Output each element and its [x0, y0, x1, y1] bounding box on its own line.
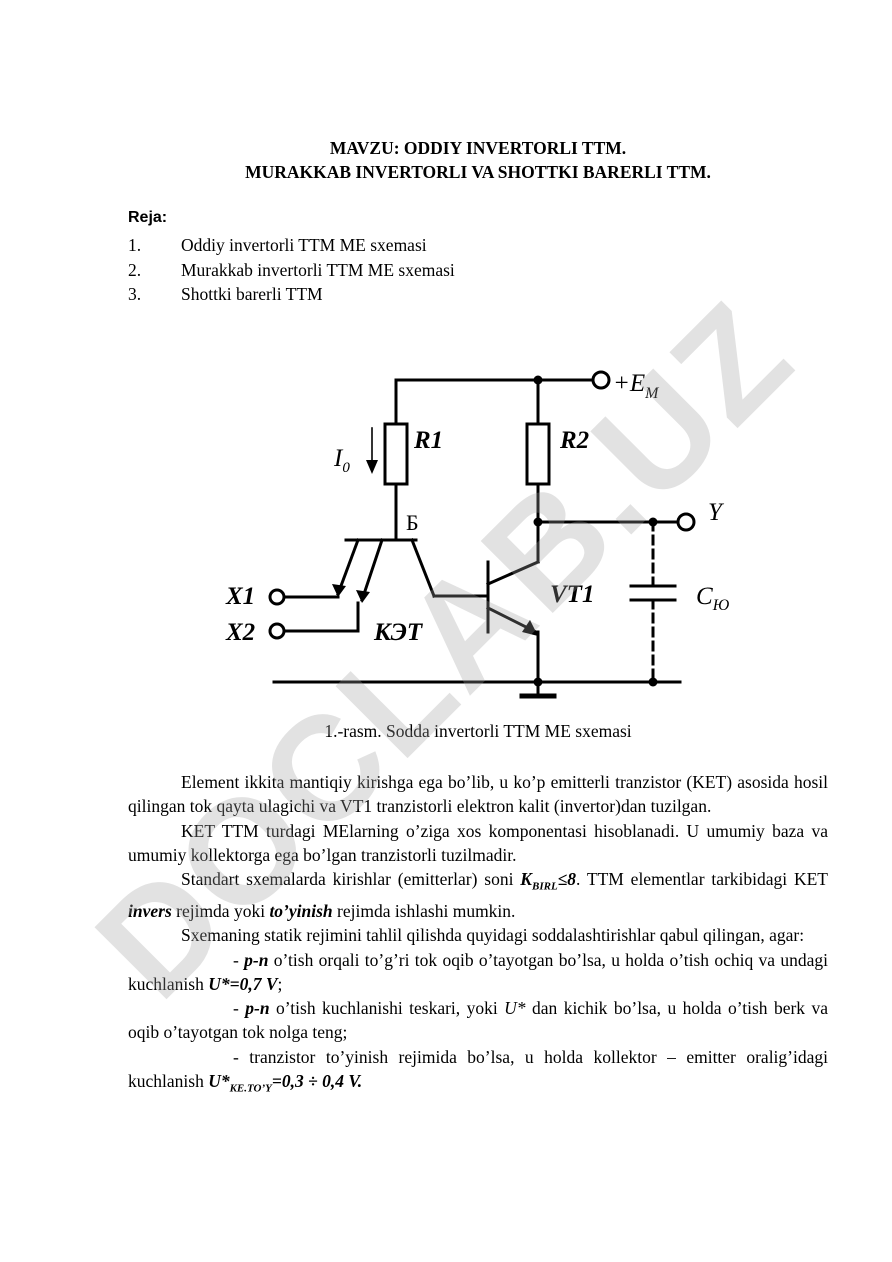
plan-heading: Reja:	[128, 209, 168, 226]
plan-item: 1. Oddiy invertorli TTM ME sxemasi	[128, 233, 455, 258]
plan-item-number: 1.	[128, 235, 142, 255]
supply-terminal	[591, 370, 611, 390]
cap-label: CЮ	[696, 583, 730, 614]
plan-item: 3. Shottki barerli TTM	[128, 282, 455, 307]
plan-item-number: 2.	[128, 259, 142, 280]
paragraph: - p-n o’tish orqali to’g’ri tok oqib o’t…	[128, 949, 828, 994]
plan-item-number: 3.	[128, 284, 142, 304]
plan-item-text: Shottki barerli TTM	[181, 284, 323, 304]
figure-caption: 1.-rasm. Sodda invertorli TTM ME sxemasi	[324, 721, 632, 741]
paragraph: - tranzistor to’yinish rejimida bo’lsa, …	[128, 1046, 828, 1095]
base-label: Б	[406, 510, 419, 535]
ket-label: КЭТ	[373, 619, 424, 646]
vt1-label: VT1	[550, 581, 594, 608]
x2-label: X2	[225, 619, 255, 646]
title-line-2: MURAKKAB INVERTORLI VA SHOTTKI BARERLI T…	[245, 162, 711, 182]
paragraph: Standart sxemalarda kirishlar (emitterla…	[128, 869, 829, 921]
paragraph: - p-n o’tish kuchlanishi teskari, yoki U…	[128, 998, 828, 1043]
paragraph: Element ikkita mantiqiy kirishga ega bo’…	[128, 772, 828, 817]
x1-label: X1	[225, 583, 255, 610]
page-title: MAVZU: ODDIY INVERTORLI TTM. MURAKKAB IN…	[128, 136, 828, 184]
supply-label: +EM	[613, 370, 660, 402]
output-label: Y	[708, 499, 725, 526]
paragraph: Sxemaning statik rejimini tahlil qilishd…	[181, 925, 805, 946]
body-text: Element ikkita mantiqiy kirishga ega bo’…	[128, 770, 828, 1101]
x1-terminal	[268, 588, 286, 606]
plan-item-text: Oddiy invertorli TTM ME sxemasi	[181, 235, 427, 255]
r1-label: R1	[413, 427, 443, 454]
r2-label: R2	[559, 427, 589, 454]
paragraph: KET TTM turdagi MElarning o’ziga xos kom…	[128, 820, 828, 865]
circuit-diagram: +EM R1 R2 I0 Б Y VT1 X1 X2 КЭТ CЮ	[225, 370, 730, 699]
current-label: I0	[333, 445, 350, 476]
plan-item-text: Murakkab invertorli TTM ME sxemasi	[181, 259, 455, 280]
title-line-1: MAVZU: ODDIY INVERTORLI TTM.	[329, 138, 627, 158]
x2-terminal	[268, 622, 286, 640]
resistor-r2	[525, 422, 551, 486]
plan-item: 2. Murakkab invertorli TTM ME sxemasi	[128, 258, 455, 283]
plan-list: 1. Oddiy invertorli TTM ME sxemasi 2. Mu…	[128, 233, 455, 307]
resistor-r1	[383, 422, 409, 486]
output-terminal	[676, 512, 696, 532]
